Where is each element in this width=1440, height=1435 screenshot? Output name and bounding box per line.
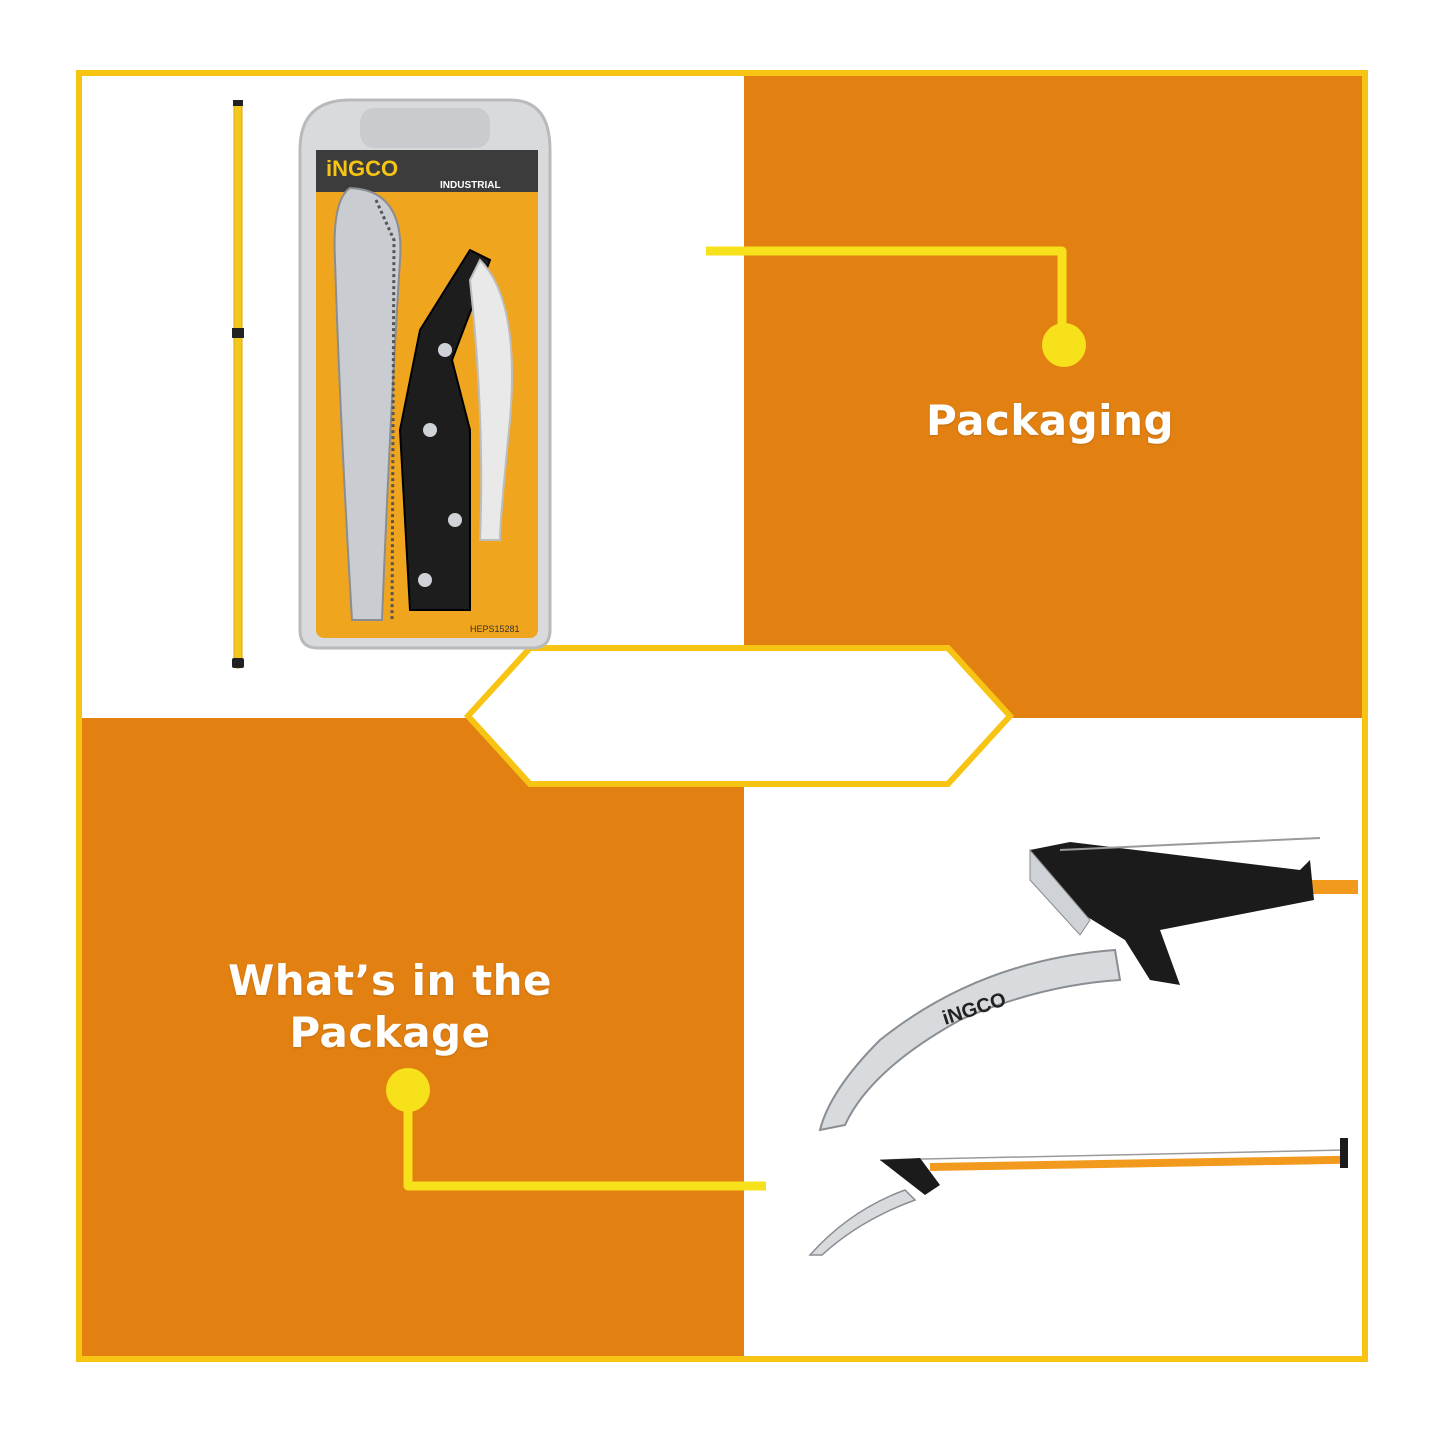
whats-in-package-line1: What’s in the bbox=[227, 956, 553, 1005]
package-image-panel bbox=[82, 76, 744, 718]
packaging-label-panel bbox=[744, 76, 1362, 718]
packaging-caption: Packaging bbox=[925, 396, 1175, 445]
whats-in-package-caption: What’s in the Package bbox=[180, 955, 600, 1059]
contents-label-panel bbox=[82, 718, 744, 1356]
product-image-panel bbox=[744, 718, 1362, 1356]
whats-in-package-line2: Package bbox=[289, 1008, 491, 1057]
main-frame bbox=[76, 70, 1368, 1362]
